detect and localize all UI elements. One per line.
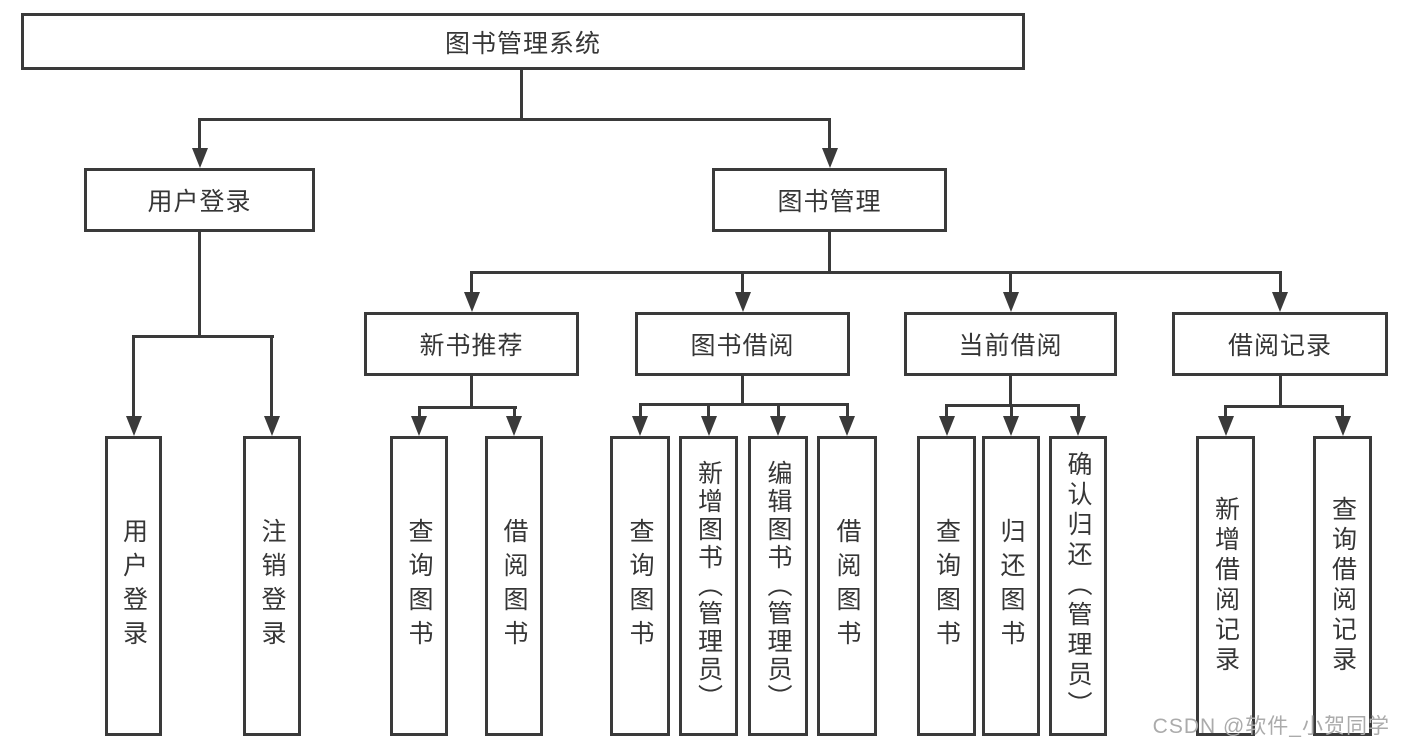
leaf-confirm-return-admin: 确认归还（管理员） [1049,436,1107,736]
leaf-return-book: 归还图书 [982,436,1040,736]
node-book-borrow-label: 图书借阅 [690,332,795,360]
connector-book-borrow-drop-4 [845,403,849,417]
leaf-borrow-books-recommend: 借阅图书 [485,436,543,736]
connector-borrow-rec-bar [1224,405,1344,408]
arrow-down-icon [821,148,838,168]
connector-new-rec-drop-1 [417,406,421,417]
arrow-down-icon [1272,292,1288,312]
leaf-add-book-admin: 新增图书（管理员） [679,436,738,736]
leaf-query-books-recommend: 查询图书 [390,436,448,736]
arrow-down-icon [632,416,648,436]
arrow-down-icon [1070,416,1086,436]
leaf-logout: 注销登录 [243,436,301,736]
connector-new-rec-stem [470,376,473,408]
csdn-watermark: CSDN @软件_小贺同学 [1152,715,1390,738]
node-new-book-recommend: 新书推荐 [364,312,579,376]
node-borrow-records-label: 借阅记录 [1227,332,1332,360]
node-user-login-label: 用户登录 [147,188,252,216]
leaf-user-login: 用户登录 [105,436,162,736]
leaf-edit-book-admin: 编辑图书（管理员） [748,436,808,736]
arrow-down-icon [1002,292,1019,312]
arrow-down-icon [411,416,427,436]
connector-user-login-stem [198,232,201,335]
connector-user-login-drop-1 [132,335,135,418]
connector-root-bar [198,118,831,121]
connector-cur-borrow-drop-3 [1076,404,1080,417]
connector-book-borrow-drop-1 [638,403,642,417]
connector-cur-borrow-drop-2 [1009,404,1013,417]
leaf-borrow-books: 借阅图书 [817,436,877,736]
arrow-down-icon [1217,416,1234,436]
leaf-query-borrow-record: 查询借阅记录 [1313,436,1372,736]
connector-new-rec-bar [417,406,517,409]
arrow-down-icon [463,292,480,312]
connector-book-mgmt-drop-3 [1009,271,1012,293]
arrow-down-icon [839,416,855,436]
arrow-down-icon [1334,416,1351,436]
leaf-query-books-borrow: 查询图书 [610,436,670,736]
connector-book-borrow-drop-3 [776,403,780,417]
arrow-down-icon [770,416,786,436]
node-book-management-label: 图书管理 [777,188,882,216]
arrow-down-icon [506,416,522,436]
node-borrow-records: 借阅记录 [1172,312,1388,376]
connector-root-drop-left [198,118,201,150]
arrow-down-icon [191,148,208,168]
connector-user-login-drop-2 [270,335,273,418]
node-book-management: 图书管理 [712,168,947,232]
connector-cur-borrow-stem [1009,376,1012,406]
node-user-login: 用户登录 [84,168,315,232]
connector-book-mgmt-drop-2 [741,271,744,293]
connector-cur-borrow-drop-1 [945,404,948,417]
connector-book-mgmt-drop-1 [470,271,473,293]
node-current-borrow: 当前借阅 [904,312,1117,376]
arrow-down-icon [700,416,717,436]
connector-user-login-bar [131,335,274,338]
node-root: 图书管理系统 [21,13,1025,70]
arrow-down-icon [938,416,955,436]
connector-book-mgmt-stem [828,232,831,273]
connector-root-drop-right [828,118,831,150]
connector-borrow-rec-drop-1 [1224,405,1227,417]
leaf-query-books-current: 查询图书 [917,436,976,736]
connector-book-mgmt-drop-4 [1278,271,1282,293]
connector-new-rec-drop-2 [512,406,516,417]
node-root-label: 图书管理系统 [444,29,601,58]
node-new-book-recommend-label: 新书推荐 [419,332,524,360]
connector-cur-borrow-bar [945,404,1080,407]
connector-borrow-rec-stem [1278,376,1282,407]
leaf-add-borrow-record: 新增借阅记录 [1196,436,1255,736]
arrow-down-icon [1003,416,1019,436]
arrow-down-icon [263,416,280,436]
connector-book-borrow-drop-2 [707,403,710,417]
arrow-down-icon [734,292,751,312]
connector-book-borrow-stem [741,376,744,405]
connector-root-stem [520,70,523,118]
connector-borrow-rec-drop-2 [1341,405,1344,417]
arrow-down-icon [125,416,142,436]
connector-book-mgmt-bar [470,271,1282,274]
node-book-borrow: 图书借阅 [635,312,850,376]
connector-book-borrow-bar [638,403,849,406]
node-current-borrow-label: 当前借阅 [958,332,1063,360]
